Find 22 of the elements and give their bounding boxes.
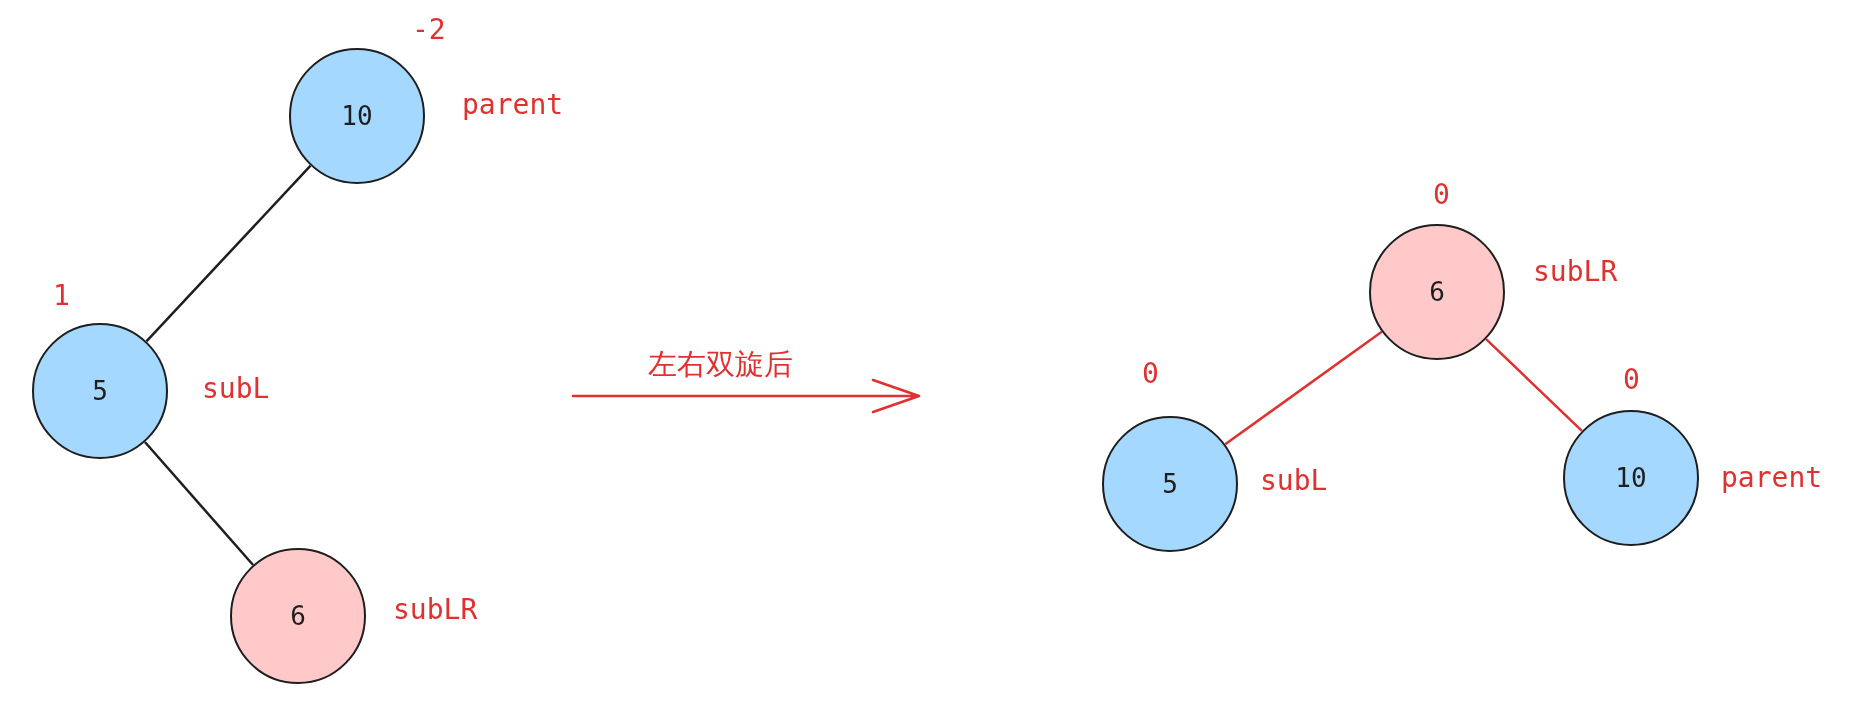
- pointer-name: parent: [1721, 462, 1823, 494]
- pointer-name: parent: [462, 89, 564, 121]
- balance-factor: 0: [1142, 358, 1159, 390]
- tree-edge: [145, 164, 312, 343]
- balance-factor: 1: [53, 280, 70, 312]
- balance-factor: 0: [1433, 179, 1450, 211]
- node-value: 10: [1615, 463, 1647, 493]
- pointer-name: subLR: [1533, 256, 1618, 288]
- pointer-name: subL: [1260, 465, 1328, 497]
- node-value: 6: [290, 601, 306, 631]
- tree-edge: [144, 441, 254, 566]
- balance-factor: -2: [412, 14, 446, 46]
- arrow-caption: 左右双旋后: [648, 347, 793, 382]
- node-value: 5: [92, 376, 108, 406]
- node-value: 10: [341, 101, 373, 131]
- tree-edge: [1485, 338, 1583, 432]
- balance-factor: 0: [1623, 364, 1640, 396]
- pointer-name: subL: [202, 373, 270, 405]
- pointer-name: subLR: [393, 594, 478, 626]
- node-value: 6: [1429, 277, 1445, 307]
- tree-edge: [1224, 330, 1383, 446]
- node-value: 5: [1162, 469, 1178, 499]
